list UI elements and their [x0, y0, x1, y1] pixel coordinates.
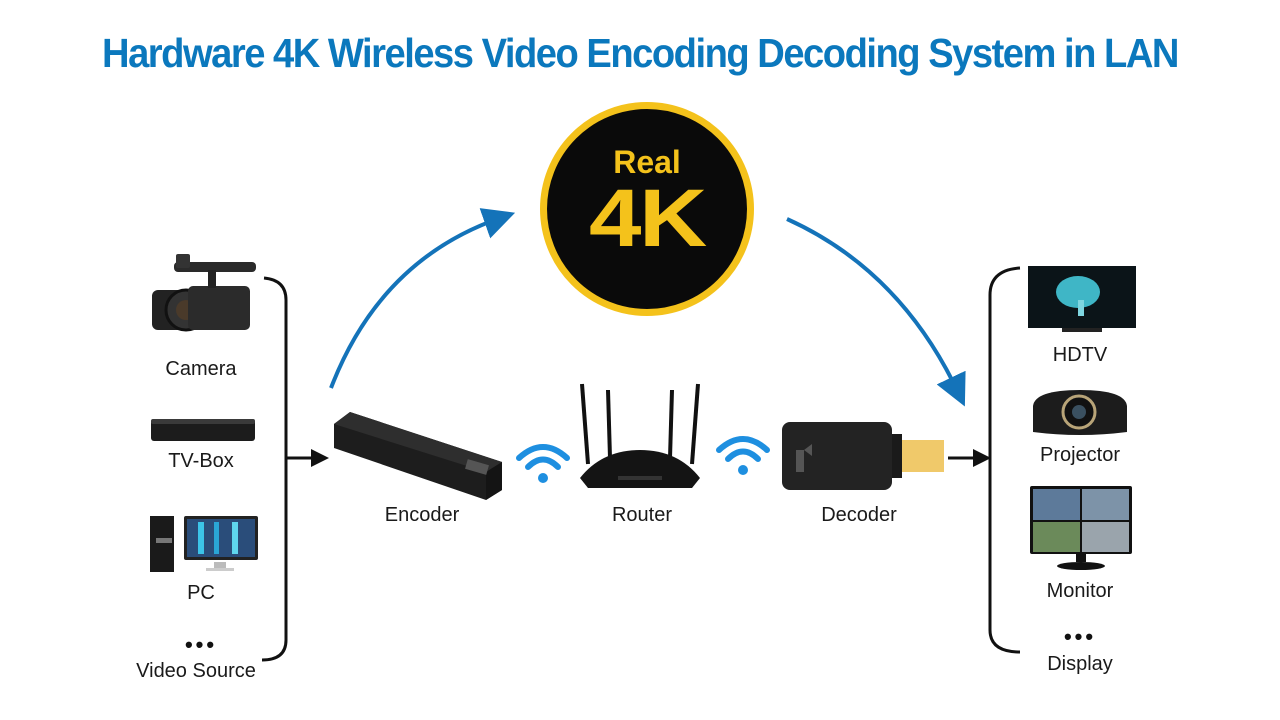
badge-real-text: Real [613, 144, 681, 180]
badge-4k-text: 4K [589, 173, 707, 264]
source-more-dots: ••• [184, 632, 218, 657]
decoder-label: Decoder [821, 504, 897, 526]
arrow-encoder-to-4k [329, 208, 516, 389]
tv-icon [1028, 266, 1136, 332]
monitor-icon [1030, 486, 1132, 570]
encoder-label: Encoder [384, 504, 460, 526]
router-icon [580, 383, 700, 488]
display-projector-label: Projector [1039, 444, 1121, 466]
real-4k-badge: Real 4K [540, 102, 754, 316]
wifi-icon [516, 444, 570, 483]
display-hdtv-label: HDTV [1052, 344, 1108, 366]
page-title: Hardware 4K Wireless Video Encoding Deco… [102, 30, 1179, 76]
display-bracket [988, 266, 1021, 654]
wifi-icon [716, 436, 770, 475]
source-camera-label: Camera [165, 358, 237, 380]
source-pc-label: PC [187, 582, 215, 604]
source-tvbox-label: TV-Box [168, 450, 234, 472]
display-monitor-label: Monitor [1046, 580, 1114, 602]
router-label: Router [611, 504, 673, 526]
video-source-label: Video Source [136, 660, 256, 682]
encoder-device-icon [334, 412, 502, 500]
arrow-4k-to-display [786, 217, 966, 407]
display-group-label: Display [1047, 653, 1113, 675]
decoder-device-icon [782, 422, 944, 490]
projector-icon [1033, 390, 1127, 435]
source-bracket [261, 276, 288, 662]
display-more-dots: ••• [1063, 624, 1097, 649]
desktop-pc-icon [150, 516, 258, 572]
camcorder-icon [152, 254, 256, 332]
set-top-box-icon [151, 419, 255, 441]
